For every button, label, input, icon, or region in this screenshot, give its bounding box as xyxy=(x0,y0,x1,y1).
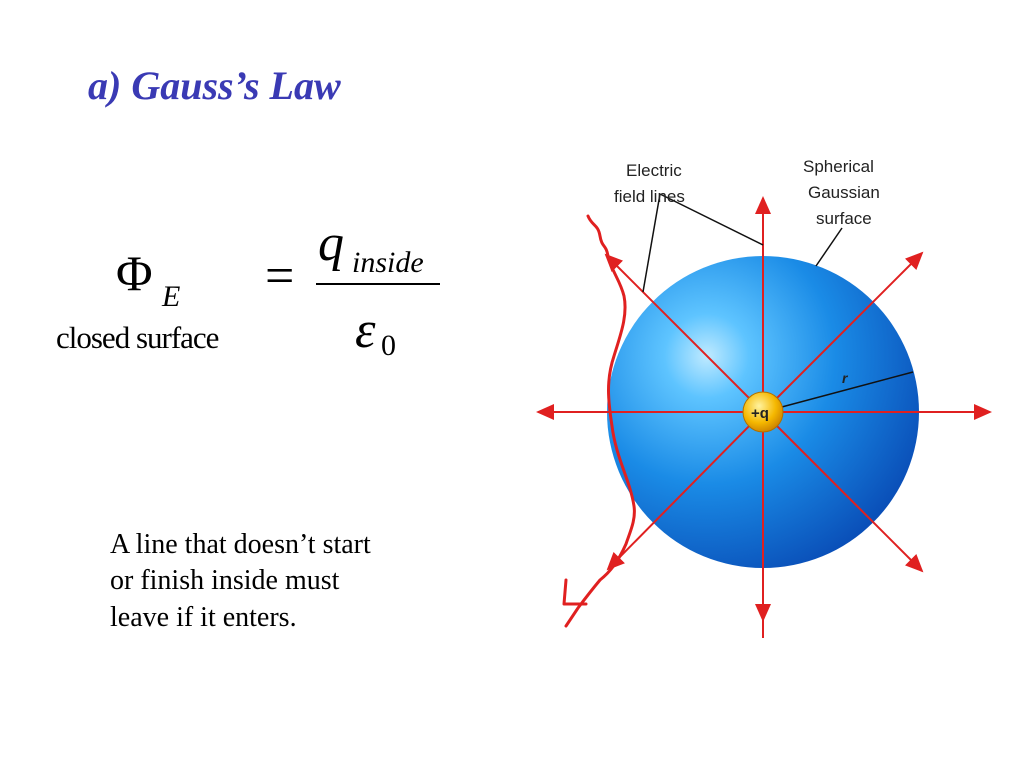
field-lines-label-1: Electric xyxy=(626,161,682,180)
charge-label: +q xyxy=(751,405,769,422)
permittivity-subscript: 0 xyxy=(381,329,396,362)
fraction-bar xyxy=(316,283,440,285)
note-line: A line that doesn’t start xyxy=(110,529,371,560)
gauss-sphere-diagram: r +q Electric field lines Spherical Gaus… xyxy=(520,140,1010,650)
closed-surface-label: closed surface xyxy=(56,320,219,355)
surface-label-1: Spherical xyxy=(803,157,874,176)
field-lines-label-2: field lines xyxy=(614,187,685,206)
flux-subscript: E xyxy=(162,280,181,313)
surface-callout xyxy=(815,227,843,267)
point-charge xyxy=(742,391,784,433)
hand-drawn-field-line xyxy=(564,214,636,628)
charge-symbol: q xyxy=(318,215,344,272)
flux-symbol: Φ xyxy=(116,245,153,301)
charge-subscript: inside xyxy=(352,246,424,279)
equals-sign: = xyxy=(265,248,295,305)
radius-label: r xyxy=(842,370,849,386)
field-lines-callout xyxy=(642,193,764,293)
explanatory-note: A line that doesn’t start or finish insi… xyxy=(110,527,450,636)
surface-label-3: surface xyxy=(816,209,872,228)
radius-line xyxy=(762,371,914,413)
note-line: leave if it enters. xyxy=(110,601,297,633)
field-lines xyxy=(536,196,992,638)
slide-title: a) Gauss’s Law xyxy=(88,63,341,108)
note-line: or finish inside must xyxy=(110,565,340,597)
surface-label-2: Gaussian xyxy=(808,183,880,202)
hand-drawn-arrowhead xyxy=(562,578,588,606)
permittivity-symbol: ε xyxy=(355,302,376,359)
